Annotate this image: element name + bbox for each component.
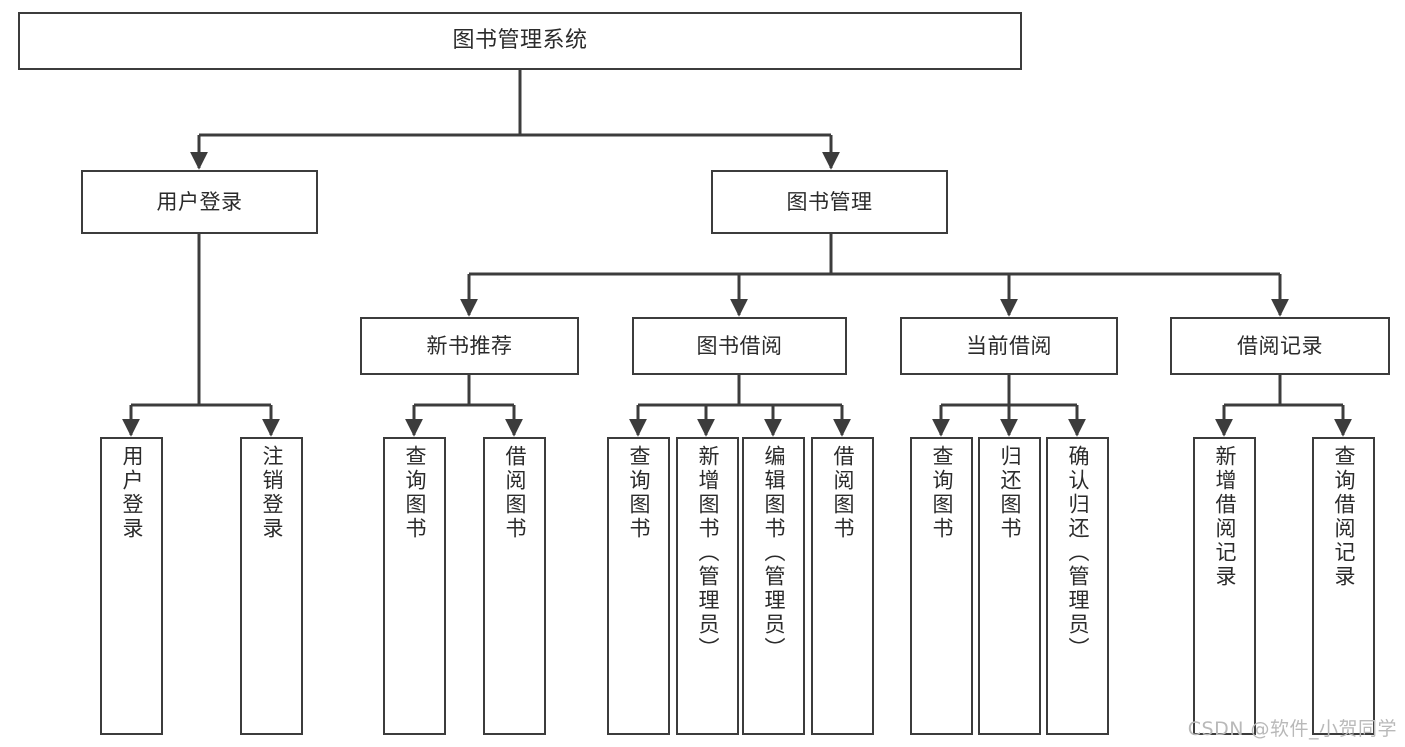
- leaf-new-book-borrow[interactable]: 借阅图书: [483, 437, 546, 735]
- leaf-borrow-record-query[interactable]: 查询借阅记录: [1312, 437, 1375, 735]
- leaf-current-borrow-query[interactable]: 查询图书: [910, 437, 973, 735]
- node-label: 归还图书: [998, 445, 1022, 541]
- node-label: 确认归还（管理员）: [1066, 445, 1090, 661]
- node-label: 用户登录: [120, 445, 144, 541]
- node-borrow-record[interactable]: 借阅记录: [1170, 317, 1390, 375]
- leaf-new-book-query[interactable]: 查询图书: [383, 437, 446, 735]
- leaf-current-borrow-return[interactable]: 归还图书: [978, 437, 1041, 735]
- node-label: 借阅图书: [831, 445, 855, 541]
- node-book-management[interactable]: 图书管理: [711, 170, 948, 234]
- node-label: 新增借阅记录: [1213, 445, 1237, 589]
- node-label: 借阅记录: [1237, 333, 1323, 358]
- node-label: 新书推荐: [426, 333, 513, 358]
- node-label: 查询图书: [627, 445, 651, 541]
- node-label: 新增图书（管理员）: [696, 445, 720, 661]
- leaf-book-borrow-edit[interactable]: 编辑图书（管理员）: [742, 437, 805, 735]
- node-label: 查询图书: [930, 445, 954, 541]
- node-label: 借阅图书: [503, 445, 527, 541]
- node-current-borrow[interactable]: 当前借阅: [900, 317, 1118, 375]
- csdn-watermark: CSDN @软件_小贺同学: [1187, 718, 1397, 740]
- leaf-book-borrow-query[interactable]: 查询图书: [607, 437, 670, 735]
- node-book-borrow[interactable]: 图书借阅: [632, 317, 847, 375]
- node-user-login[interactable]: 用户登录: [81, 170, 318, 234]
- leaf-book-borrow-add[interactable]: 新增图书（管理员）: [676, 437, 739, 735]
- node-label: 当前借阅: [966, 333, 1052, 358]
- node-label: 用户登录: [156, 189, 243, 214]
- node-root-system[interactable]: 图书管理系统: [18, 12, 1022, 70]
- node-label: 编辑图书（管理员）: [762, 445, 786, 661]
- node-label: 图书管理系统: [452, 28, 588, 54]
- node-label: 查询图书: [403, 445, 427, 541]
- leaf-borrow-record-add[interactable]: 新增借阅记录: [1193, 437, 1256, 735]
- leaf-book-borrow-borrow[interactable]: 借阅图书: [811, 437, 874, 735]
- leaf-user-login-login[interactable]: 用户登录: [100, 437, 163, 735]
- leaf-current-borrow-confirm-return[interactable]: 确认归还（管理员）: [1046, 437, 1109, 735]
- node-label: 图书管理: [786, 189, 873, 214]
- node-label: 图书借阅: [696, 333, 783, 358]
- node-label: 注销登录: [260, 445, 284, 541]
- node-new-book-recommend[interactable]: 新书推荐: [360, 317, 579, 375]
- leaf-user-login-logout[interactable]: 注销登录: [240, 437, 303, 735]
- node-label: 查询借阅记录: [1332, 445, 1356, 589]
